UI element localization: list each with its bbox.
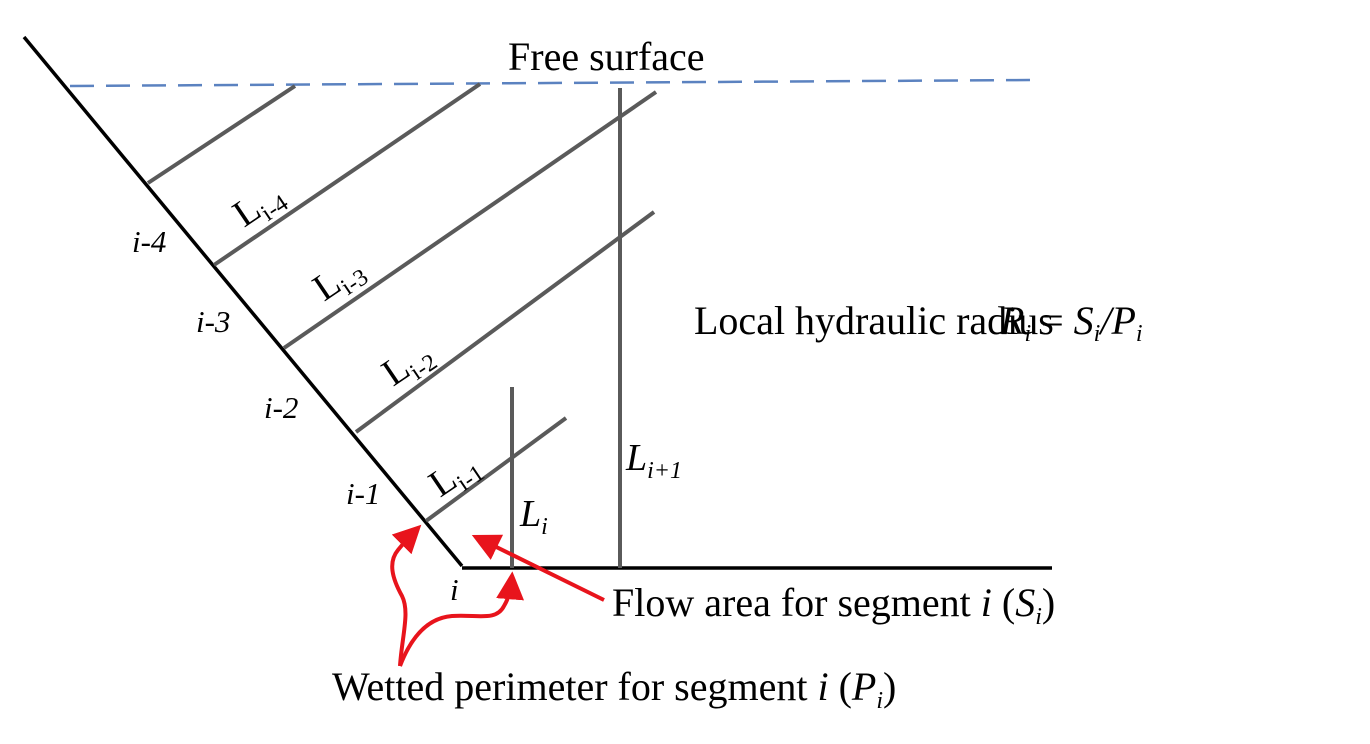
wetted-perimeter-label: Wetted perimeter for segment i (Pi) — [332, 664, 896, 714]
perp-line-i-2 — [282, 90, 658, 350]
svg-text:Li-3: Li-3 — [306, 247, 374, 314]
perp-line-i — [424, 416, 568, 523]
wetted-perimeter-brace-left — [390, 524, 422, 667]
segment-label-i-1: i-1 — [346, 476, 380, 511]
local-hydraulic-radius-label: Local hydraulic radius — [694, 298, 1054, 343]
segment-label-i-2: i-2 — [264, 390, 298, 425]
length-label-L-i-4: Li-4 — [226, 173, 294, 240]
segment-label-i: i — [450, 572, 459, 607]
flow-area-label: Flow area for segment i (Si) — [612, 580, 1055, 630]
length-label-L-i+1: Li+1 — [625, 437, 682, 484]
hydraulic-radius-formula: Ri = Si/Pi — [999, 298, 1143, 347]
perp-line-i-3 — [212, 82, 482, 267]
svg-text:Li-4: Li-4 — [226, 173, 294, 240]
length-label-L-i: Li — [519, 493, 548, 540]
free-surface-line — [69, 78, 1033, 88]
wetted-perimeter-brace-right — [398, 571, 525, 667]
segment-label-i-4: i-4 — [132, 224, 166, 259]
perp-line-i-4 — [146, 84, 297, 185]
length-label-L-i-3: Li-3 — [306, 247, 374, 314]
svg-text:Li-2: Li-2 — [375, 332, 443, 399]
free-surface-label: Free surface — [508, 34, 705, 79]
segment-label-i-3: i-3 — [196, 304, 230, 339]
length-label-L-i-2: Li-2 — [375, 332, 443, 399]
sloped-bank — [22, 35, 464, 568]
perp-line-i-1 — [354, 210, 656, 434]
flow-area-arrow — [471, 534, 605, 602]
